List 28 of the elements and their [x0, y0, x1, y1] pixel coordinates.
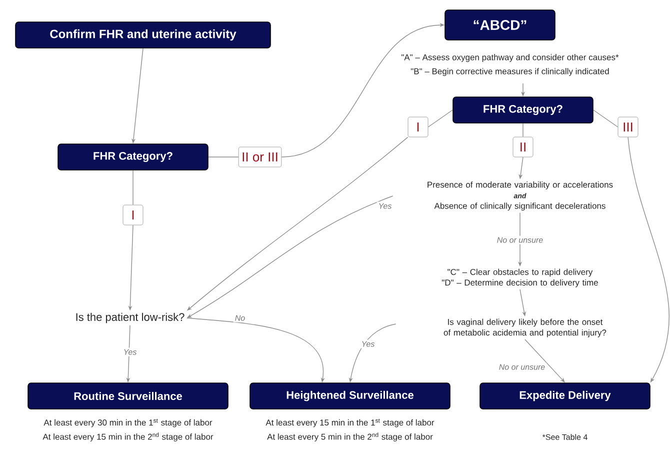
edge-label: No or unsure: [497, 362, 547, 372]
question-text: Is vaginal delivery likely before the onset of metabolic acidemia and potential injury?: [444, 318, 606, 338]
category-tag: II or III: [238, 146, 282, 168]
process-box: “ABCD”: [444, 10, 556, 40]
note-text: At least every 15 min in the 1$^{st}$ stage of labor: [266, 418, 434, 428]
edge-label: Yes: [360, 340, 376, 348]
process-box: Confirm FHR and uterine activity: [15, 22, 271, 48]
process-box: FHR Category?: [58, 144, 208, 170]
note-text: At least every 30 min in the 1$^{st}$ stage of labor: [44, 418, 212, 428]
category-tag: II: [512, 136, 534, 158]
note-text: At least every 15 min in the 2$^{nd}$ stage of labor: [42, 432, 214, 442]
edge-label: No or unsure: [495, 236, 545, 244]
edge-label: Yes: [122, 348, 138, 356]
edge-label: Yes: [376, 202, 394, 210]
step-text: "C" – Clear obstacles to rapid delivery "D" – Determine decision to delivery time: [442, 268, 598, 288]
category-tag: III: [618, 116, 638, 138]
note-text: At least every 5 min in the 2$^{nd}$ stage of labor: [267, 432, 433, 442]
process-box: Heightened Surveillance: [250, 382, 450, 410]
question-text: Is the patient low-risk?: [76, 312, 184, 324]
footnote-text: *See Table 4: [542, 434, 588, 440]
note-text: "B" – Begin corrective measures if clinically indicated: [410, 68, 609, 76]
category-tag: I: [122, 204, 144, 226]
process-box: Expedite Delivery: [480, 382, 650, 410]
category-tag: I: [408, 116, 428, 138]
note-text: "A" – Assess oxygen pathway and consider other causes*: [402, 54, 619, 62]
edge-label: No: [233, 314, 247, 322]
process-box: Routine Surveillance: [28, 382, 228, 410]
process-box: FHR Category?: [452, 96, 594, 124]
